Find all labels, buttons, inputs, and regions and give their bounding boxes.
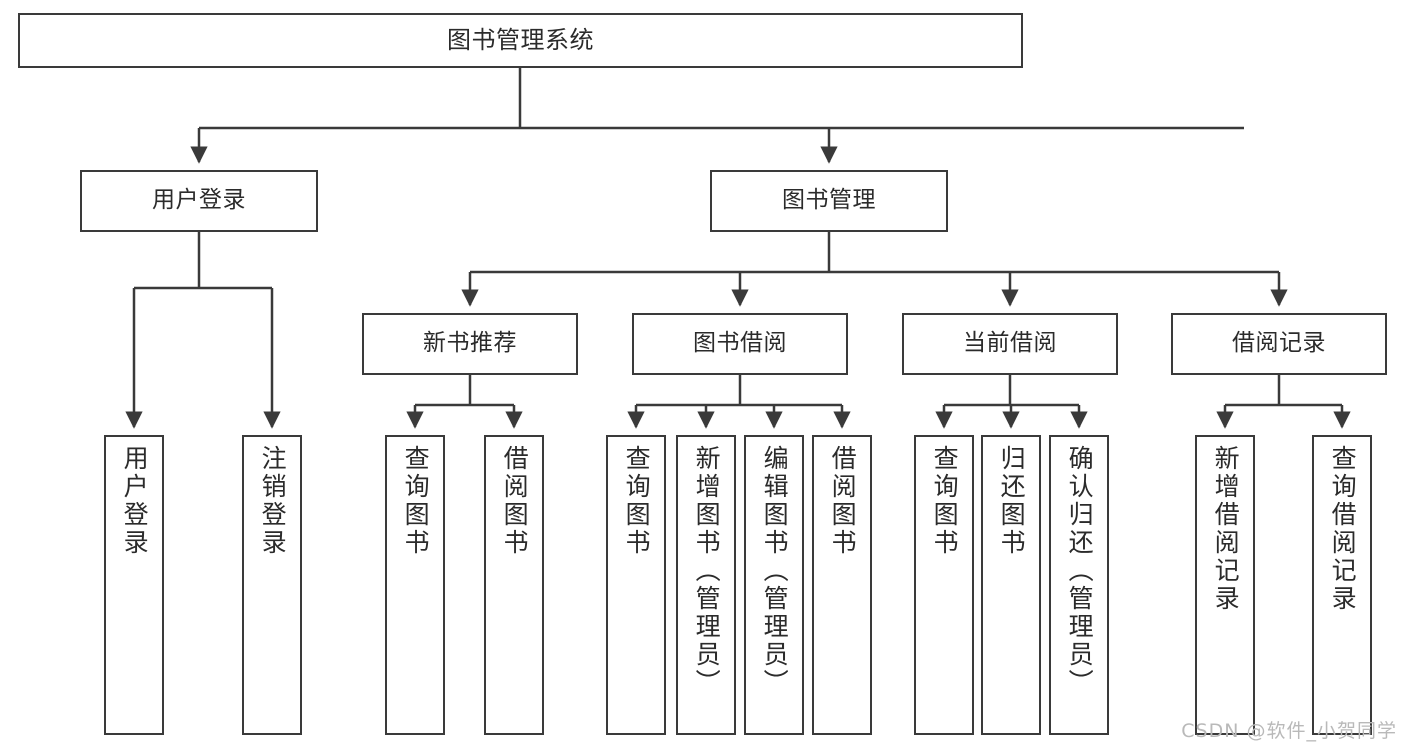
node-label: 图书管理 [782, 187, 876, 214]
node-book-management[interactable]: 图书管理 [710, 170, 948, 232]
leaf-new-book-query[interactable]: 查询图书 [385, 435, 445, 735]
leaf-current-borrow-return[interactable]: 归还图书 [981, 435, 1041, 735]
leaf-user-login-logout[interactable]: 注销登录 [242, 435, 302, 735]
leaf-new-book-borrow[interactable]: 借阅图书 [484, 435, 544, 735]
node-label: 查询图书 [622, 445, 652, 557]
node-label: 用户登录 [152, 187, 246, 214]
node-label: 注销登录 [258, 445, 288, 557]
leaf-current-borrow-confirm-return[interactable]: 确认归还（管理员） [1049, 435, 1109, 735]
node-label: 图书借阅 [693, 330, 787, 357]
leaf-book-borrow-borrow[interactable]: 借阅图书 [812, 435, 872, 735]
node-label: 用户登录 [120, 445, 150, 557]
node-label: 查询图书 [930, 445, 960, 557]
node-label: 新书推荐 [423, 330, 517, 357]
node-label: 确认归还（管理员） [1065, 445, 1095, 697]
node-new-book-recommend[interactable]: 新书推荐 [362, 313, 578, 375]
node-current-borrow[interactable]: 当前借阅 [902, 313, 1118, 375]
leaf-current-borrow-query[interactable]: 查询图书 [914, 435, 974, 735]
node-user-login[interactable]: 用户登录 [80, 170, 318, 232]
leaf-book-borrow-add[interactable]: 新增图书（管理员） [676, 435, 736, 735]
node-book-borrow[interactable]: 图书借阅 [632, 313, 848, 375]
node-label: 编辑图书（管理员） [760, 445, 790, 697]
node-borrow-record[interactable]: 借阅记录 [1171, 313, 1387, 375]
node-label: 新增图书（管理员） [692, 445, 722, 697]
leaf-user-login-login[interactable]: 用户登录 [104, 435, 164, 735]
leaf-borrow-record-query[interactable]: 查询借阅记录 [1312, 435, 1372, 735]
node-label: 新增借阅记录 [1211, 445, 1241, 613]
node-label: 借阅记录 [1232, 330, 1326, 357]
node-root-system[interactable]: 图书管理系统 [18, 13, 1023, 68]
node-label: 图书管理系统 [447, 26, 594, 55]
node-label: 归还图书 [997, 445, 1027, 557]
node-label: 借阅图书 [500, 445, 530, 557]
leaf-book-borrow-edit[interactable]: 编辑图书（管理员） [744, 435, 804, 735]
node-label: 当前借阅 [963, 330, 1057, 357]
node-label: 查询图书 [401, 445, 431, 557]
leaf-borrow-record-add[interactable]: 新增借阅记录 [1195, 435, 1255, 735]
node-label: 借阅图书 [828, 445, 858, 557]
leaf-book-borrow-query[interactable]: 查询图书 [606, 435, 666, 735]
node-label: 查询借阅记录 [1328, 445, 1358, 613]
